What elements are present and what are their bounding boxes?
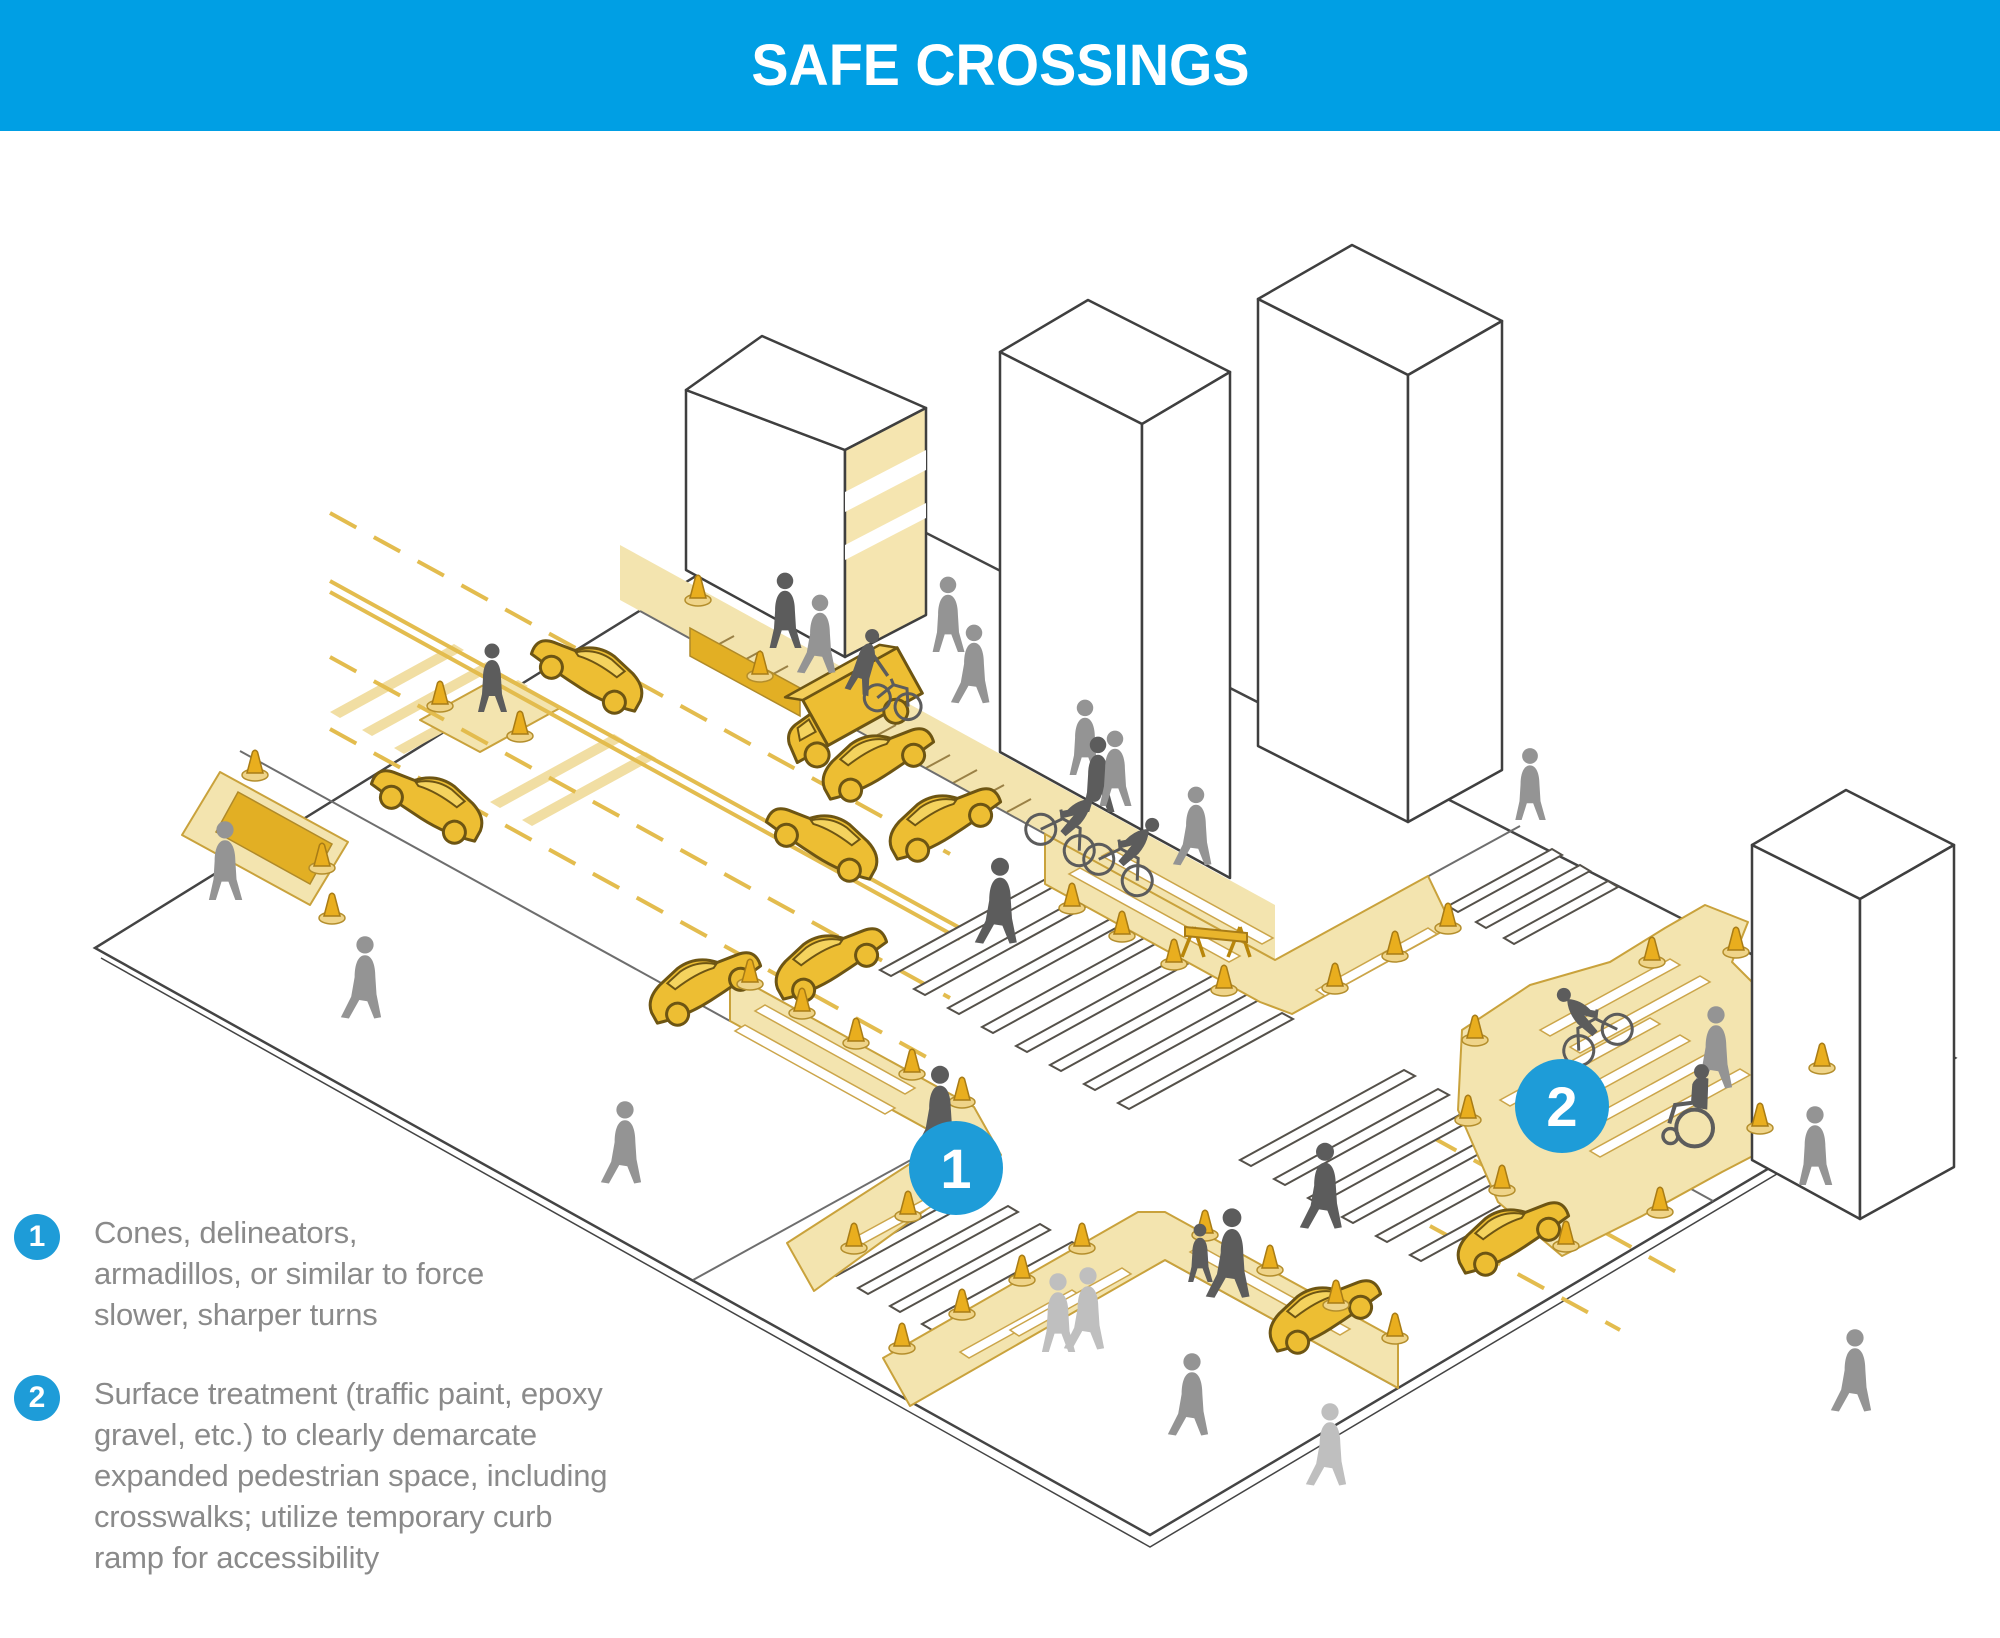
crosswalk-northwest [877,878,1296,1111]
curb-extension-east [1457,904,1839,1257]
building-small-striped [684,334,928,718]
legend-marker-2: 2 [14,1375,60,1421]
legend-marker-1: 1 [14,1214,60,1260]
temporary-curb-ramp-left [181,771,349,906]
building-right [1750,788,1956,1221]
building-tower-1 [998,298,1232,880]
marker-2: 2 [1515,1059,1609,1153]
svg-text:1: 1 [940,1137,971,1200]
title-banner: SAFE CROSSINGS [0,0,2000,131]
legend-text-1: Cones, delineators, armadillos, or simil… [94,1215,485,1332]
legend-item-2: 2 Surface treatment (traffic paint, epox… [14,1373,607,1578]
marker-1: 1 [909,1121,1003,1215]
building-tower-2 [1256,243,1504,824]
crosswalk-northeast [1445,847,1621,946]
pedestrian-icon [1515,748,1546,820]
svg-text:2: 2 [1546,1075,1577,1138]
legend-text-2: Surface treatment (traffic paint, epoxy … [94,1376,608,1575]
pedestrian-icon [1830,1329,1872,1412]
page-title: SAFE CROSSINGS [750,33,1250,98]
legend-item-1: 1 Cones, delineators, armadillos, or sim… [14,1212,484,1335]
